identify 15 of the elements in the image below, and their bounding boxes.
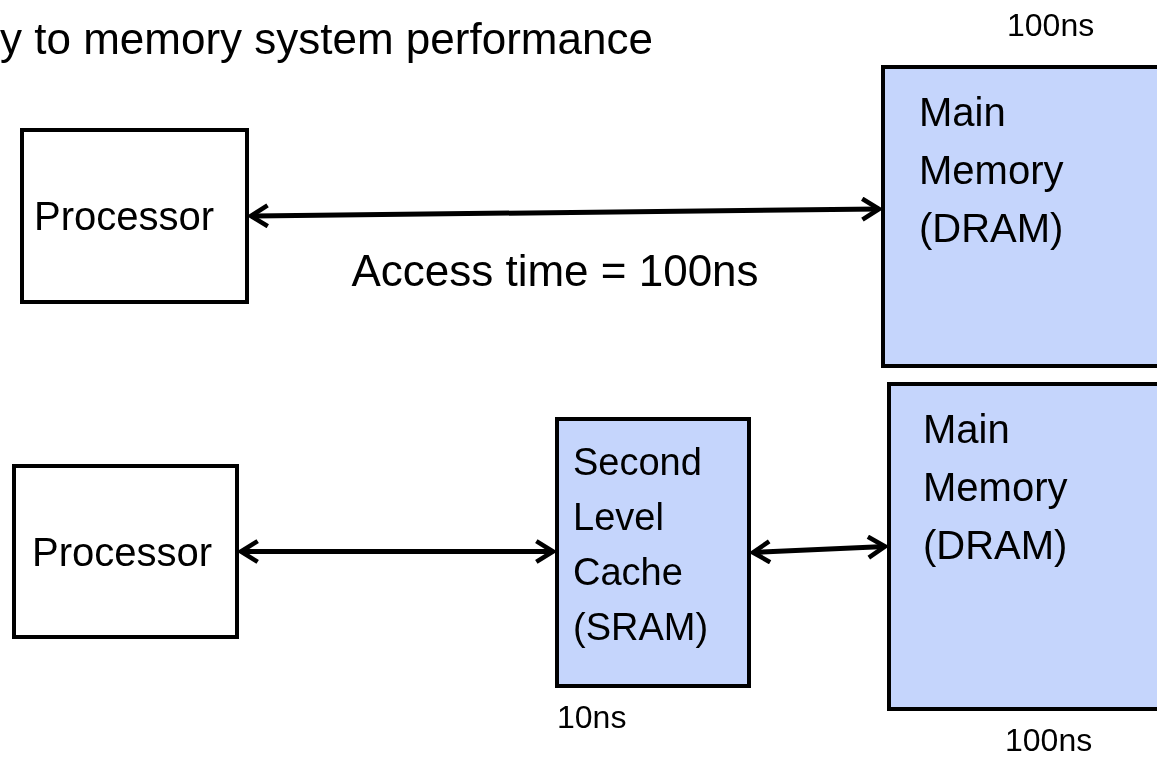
latency-label: 100ns (1007, 7, 1095, 44)
latency-label: 100ns (1005, 722, 1093, 759)
edge-label: Access time = 100ns (351, 246, 759, 296)
node-label: Processor (34, 193, 216, 240)
processor-box (12, 464, 239, 639)
node-label: Main Memory (DRAM) (923, 406, 1069, 569)
node-label: Processor (32, 528, 214, 576)
processor-box (20, 128, 249, 304)
node-label: Main Memory (DRAM) (919, 89, 1065, 252)
latency-label: 10ns (557, 699, 627, 736)
double-arrow (238, 538, 556, 565)
title: y to memory system performance (0, 14, 653, 64)
double-arrow (750, 534, 888, 565)
double-arrow (248, 196, 882, 229)
node-label: Second Level Cache (SRAM) (573, 440, 710, 651)
